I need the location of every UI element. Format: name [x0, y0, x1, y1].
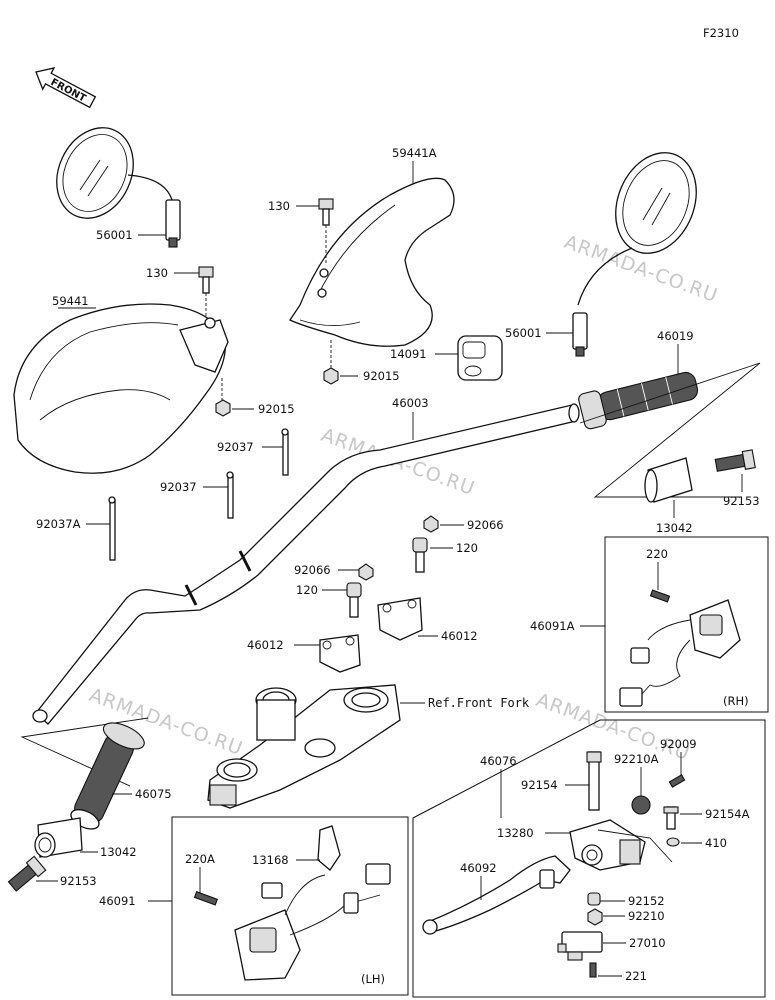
- figure-code: F2310: [703, 26, 739, 40]
- holder-46012-left: [319, 634, 361, 673]
- label-13042-left: 13042: [100, 845, 137, 859]
- holder-46012-right: [377, 597, 423, 641]
- front-arrow-label: FRONT: [49, 77, 88, 105]
- screw-220: [649, 589, 671, 603]
- screw-92009: [668, 774, 686, 788]
- switch-46091: [234, 863, 391, 981]
- label-130-left: 130: [146, 266, 168, 280]
- bolt-92153-right: [714, 449, 756, 472]
- label-92210A: 92210A: [614, 752, 659, 766]
- label-46012-left: 46012: [247, 638, 284, 652]
- label-92154: 92154: [521, 778, 558, 792]
- label-92153-left: 92153: [60, 874, 97, 888]
- label-92154A: 92154A: [705, 807, 750, 821]
- label-27010: 27010: [629, 936, 666, 950]
- label-92152: 92152: [628, 894, 665, 908]
- clamp-13168: [317, 825, 341, 871]
- rh-box-tag: (RH): [723, 694, 749, 708]
- label-56001-left: 56001: [96, 228, 133, 242]
- label-92037-a: 92037: [217, 440, 254, 454]
- label-46012-right: 46012: [441, 629, 478, 643]
- lever-46092: [422, 855, 571, 935]
- rh-switch-box: [604, 536, 769, 713]
- label-59441A: 59441A: [392, 146, 437, 160]
- screw-221: [589, 962, 597, 978]
- screw-220A: [193, 891, 219, 906]
- label-92210: 92210: [628, 909, 665, 923]
- nut-92015-right: [323, 367, 339, 385]
- label-ref-front-fork: Ref.Front Fork: [428, 696, 530, 710]
- label-120-a: 120: [456, 541, 478, 555]
- label-220: 220: [646, 547, 668, 561]
- label-14091: 14091: [390, 347, 427, 361]
- bar-end-13042-left: [34, 817, 83, 858]
- triple-clamp: [207, 684, 401, 809]
- label-221: 221: [625, 969, 647, 983]
- label-130-right: 130: [268, 199, 290, 213]
- bolt-92153-left: [7, 855, 47, 892]
- label-46075: 46075: [135, 787, 172, 801]
- label-410: 410: [705, 836, 727, 850]
- bolt-130-right: [318, 198, 334, 226]
- clip-92037A: [108, 496, 116, 561]
- label-46092: 46092: [460, 861, 497, 875]
- grip-46019: [578, 371, 699, 430]
- nut-92066-b: [358, 563, 374, 581]
- grip-46075: [70, 722, 145, 830]
- left-mirror: [56, 127, 181, 248]
- nut-92210: [587, 908, 603, 926]
- nut-92015-left: [215, 399, 231, 417]
- switch-27010: [557, 931, 603, 961]
- label-59441: 59441: [52, 294, 89, 308]
- lever-assembly-box: [412, 719, 766, 998]
- label-92015-right: 92015: [363, 369, 400, 383]
- label-92037-b: 92037: [160, 480, 197, 494]
- label-92066-b: 92066: [294, 563, 331, 577]
- right-handguard: [289, 177, 455, 347]
- cap-92210A: [631, 795, 651, 815]
- label-92009: 92009: [660, 737, 697, 751]
- label-46076: 46076: [480, 754, 517, 768]
- label-220A: 220A: [185, 852, 215, 866]
- label-92153-right: 92153: [723, 494, 760, 508]
- front-arrow-icon: FRONT: [35, 67, 97, 109]
- washer-410: [666, 837, 680, 847]
- clip-92037-a: [281, 428, 289, 476]
- clip-92037-b: [226, 471, 234, 519]
- label-92037A: 92037A: [36, 517, 81, 531]
- bolt-92154A: [663, 806, 679, 830]
- label-13280: 13280: [497, 826, 534, 840]
- label-13168: 13168: [252, 853, 289, 867]
- bolt-92154: [586, 751, 602, 811]
- label-46003: 46003: [392, 396, 429, 410]
- bolt-130-left: [198, 266, 214, 294]
- left-handguard: [13, 303, 229, 474]
- nut-92066-a: [423, 515, 439, 533]
- bolt-120-a: [412, 537, 428, 573]
- bracket-13280: [569, 819, 646, 871]
- label-46091A: 46091A: [530, 619, 575, 633]
- lh-switch-box: [171, 816, 409, 996]
- bolt-120-b: [346, 582, 362, 618]
- bar-end-13042-right: [644, 457, 693, 503]
- cap-14091: [457, 335, 503, 381]
- label-120-b: 120: [296, 583, 318, 597]
- lh-box-tag: (LH): [361, 972, 385, 986]
- switch-46091A: [619, 599, 741, 707]
- label-13042-right: 13042: [656, 521, 693, 535]
- label-92015-left: 92015: [258, 402, 295, 416]
- spacer-92152: [587, 892, 601, 906]
- right-mirror: [572, 152, 697, 357]
- handlebar-46003: [32, 403, 580, 725]
- label-46019: 46019: [657, 329, 694, 343]
- label-46091: 46091: [99, 894, 136, 908]
- label-56001-right: 56001: [505, 326, 542, 340]
- label-92066-a: 92066: [467, 518, 504, 532]
